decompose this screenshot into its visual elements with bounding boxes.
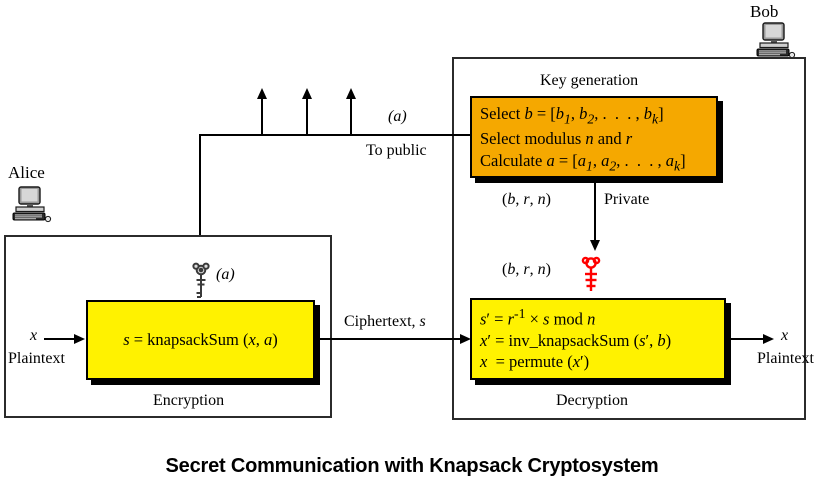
decryption-line-2: x′ = inv_knapsackSum (s′, b) — [480, 330, 672, 350]
plaintext-output-line — [731, 338, 765, 340]
private-channel-arrow — [590, 240, 600, 251]
key-generation-line-1: Select b = [b1, b2, . . . , bk] — [480, 104, 664, 127]
key-generation-line-3: Calculate a = [a1, a2, . . . , ak] — [480, 150, 686, 173]
plaintext-input-arrow — [74, 334, 85, 344]
plaintext-output-label: Plaintext — [757, 350, 814, 367]
ciphertext-line — [315, 338, 465, 340]
decryption-line-1: s′ = r-1 × s mod n — [480, 306, 596, 329]
public-arrow-head-3 — [346, 88, 356, 99]
decryption-line-3: x = permute (x′) — [480, 352, 590, 372]
public-channel-line — [200, 134, 472, 136]
key-generation-caption: Key generation — [540, 72, 639, 89]
private-key-params-bottom: (b, r, n) — [502, 261, 551, 278]
plaintext-output-arrow — [763, 334, 774, 344]
plaintext-input-symbol: x — [30, 327, 38, 344]
encryption-caption: Encryption — [153, 392, 225, 409]
page-title: Secret Communication with Knapsack Crypt… — [165, 455, 659, 477]
plaintext-input-label: Plaintext — [8, 350, 65, 367]
alice-label: Alice — [8, 163, 45, 182]
encryption-box: s = knapsackSum (x, a) — [86, 300, 315, 380]
private-key-params-top: (b, r, n) — [502, 191, 551, 208]
plaintext-output-symbol: x — [781, 327, 789, 344]
encryption-line-1: s = knapsackSum (x, a) — [123, 330, 278, 349]
decryption-box: s′ = r-1 × s mod n x′ = inv_knapsackSum … — [470, 298, 726, 380]
decryption-caption: Decryption — [556, 392, 628, 409]
public-key-label: (a) — [388, 108, 407, 125]
private-channel-label: Private — [604, 191, 650, 208]
key-generation-box: Select b = [b1, b2, . . . , bk] Select m… — [470, 96, 718, 178]
key-icon-red — [581, 256, 601, 291]
public-arrow-head-1 — [257, 88, 267, 99]
public-key-drop-line — [199, 134, 201, 254]
private-channel-line — [594, 180, 596, 243]
bob-label: Bob — [750, 2, 779, 21]
key-generation-line-2: Select modulus n and r — [480, 129, 633, 149]
key-icon-gray — [192, 262, 210, 298]
public-arrow-stem-2 — [306, 99, 308, 135]
computer-icon-bob — [756, 22, 796, 59]
public-arrow-head-2 — [302, 88, 312, 99]
ciphertext-arrow — [460, 334, 471, 344]
computer-icon-alice — [12, 186, 52, 223]
public-arrow-stem-1 — [261, 99, 263, 135]
alice-public-key-marker: (a) — [216, 266, 235, 283]
public-arrow-stem-3 — [350, 99, 352, 135]
to-public-label: To public — [366, 142, 427, 159]
plaintext-input-line — [44, 338, 76, 340]
ciphertext-label: Ciphertext, s — [344, 313, 426, 330]
